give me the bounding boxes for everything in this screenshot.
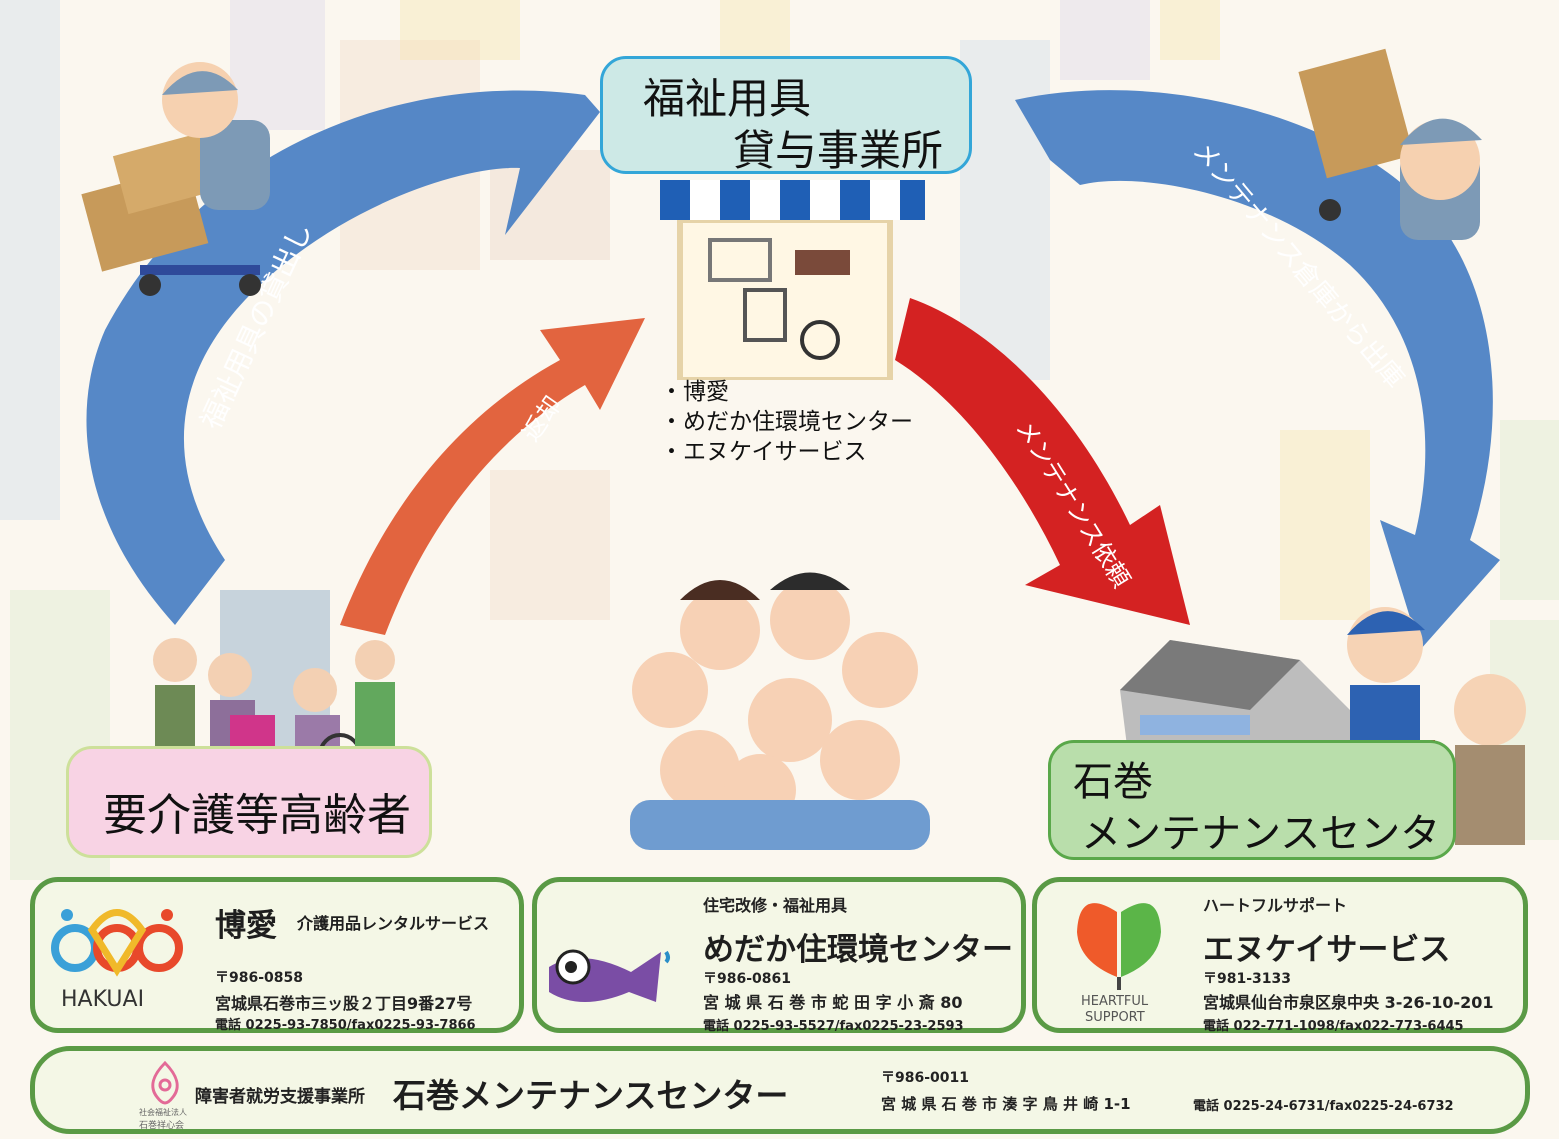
medaka-fish-logo-icon bbox=[549, 949, 670, 1002]
footer-address: 宮 城 県 石 巻 市 湊 字 鳥 井 崎 1-1 bbox=[881, 1095, 1131, 1113]
hub-list-item: ・めだか住環境センター bbox=[660, 409, 913, 435]
center-box: 石巻 メンテナンスセンター bbox=[1048, 740, 1456, 915]
footer-logo-caption2: 石巻祥心会 bbox=[139, 1121, 185, 1131]
company-phone: 電話 022-771-1098/fax022-773-6445 bbox=[1203, 1019, 1464, 1034]
company-name: エヌケイサービス bbox=[1203, 932, 1451, 968]
company-tagline: 住宅改修・福祉用具 bbox=[703, 896, 848, 915]
company-card-medaka: 住宅改修・福祉用具 めだか住環境センター 〒986-0861 宮 城 県 石 巻… bbox=[532, 877, 1026, 1034]
rental-arrow bbox=[86, 90, 600, 626]
hub-list-item: ・エヌケイサービス bbox=[660, 439, 867, 465]
worker-cart-right-illustration bbox=[1298, 48, 1482, 240]
hakuai-logo-icon bbox=[51, 909, 183, 977]
footer-category: 障害者就労支援事業所 bbox=[195, 1087, 365, 1107]
maintenance-request-arrow bbox=[895, 298, 1190, 625]
company-subtitle: 介護用品レンタルサービス bbox=[297, 914, 490, 933]
center-label-line1: 石巻 bbox=[1073, 759, 1153, 805]
footer-name: 石巻メンテナンスセンター bbox=[393, 1076, 789, 1115]
hub-title-line2: 貸与事業所 bbox=[733, 126, 944, 175]
elderly-label: 要介護等高齢者 bbox=[103, 790, 411, 841]
company-card-nk-service: HEARTFUL SUPPORT ハートフルサポート エヌケイサービス 〒981… bbox=[1032, 877, 1528, 1034]
happy-crowd-illustration bbox=[630, 572, 930, 850]
company-postal: 〒986-0861 bbox=[703, 971, 791, 987]
company-postal: 〒981-3133 bbox=[1203, 971, 1291, 987]
heartful-logo-text2: SUPPORT bbox=[1085, 1010, 1145, 1025]
hub-box: 福祉用具 貸与事業所 bbox=[600, 56, 972, 175]
company-name: めだか住環境センター bbox=[703, 932, 1013, 968]
heartful-support-logo-icon bbox=[1077, 903, 1161, 990]
company-address: 宮城県石巻市三ッ股２丁目9番27号 bbox=[215, 994, 473, 1013]
footer-logo-caption1: 社会福祉法人 bbox=[139, 1108, 187, 1117]
worker-cart-left-illustration bbox=[81, 62, 270, 296]
company-address: 宮 城 県 石 巻 市 蛇 田 字 小 斎 80 bbox=[703, 993, 963, 1012]
footer-banner: 社会福祉法人 石巻祥心会 障害者就労支援事業所 石巻メンテナンスセンター 〒98… bbox=[30, 1046, 1530, 1134]
center-label-line2: メンテナンスセンター bbox=[1081, 811, 1441, 915]
company-postal: 〒986-0858 bbox=[215, 970, 303, 986]
return-arrow bbox=[340, 318, 645, 635]
shoshinkai-logo-icon bbox=[151, 1060, 179, 1105]
company-name: 博愛 bbox=[215, 908, 277, 944]
elderly-box: 要介護等高齢者 bbox=[66, 746, 432, 858]
company-address: 宮城県仙台市泉区泉中央 3-26-10-201 bbox=[1203, 993, 1494, 1012]
dispatch-arrow bbox=[1015, 90, 1500, 651]
footer-phone: 電話 0225-24-6731/fax0225-24-6732 bbox=[1193, 1099, 1454, 1114]
hakuai-logo-text: HAKUAI bbox=[61, 987, 145, 1012]
footer-postal: 〒986-0011 bbox=[881, 1070, 969, 1086]
hub-title-line1: 福祉用具 bbox=[643, 74, 812, 123]
shop-illustration bbox=[660, 180, 925, 380]
company-phone: 電話 0225-93-7850/fax0225-93-7866 bbox=[215, 1018, 476, 1033]
company-tagline: ハートフルサポート bbox=[1203, 896, 1348, 915]
elderly-group-illustration bbox=[153, 590, 395, 777]
company-card-hakuai: HAKUAI 博愛 介護用品レンタルサービス 〒986-0858 宮城県石巻市三… bbox=[30, 877, 524, 1033]
company-phone: 電話 0225-93-5527/fax0225-23-2593 bbox=[703, 1019, 964, 1034]
heartful-logo-text1: HEARTFUL bbox=[1081, 994, 1149, 1009]
hub-list-item: ・博愛 bbox=[660, 379, 729, 405]
